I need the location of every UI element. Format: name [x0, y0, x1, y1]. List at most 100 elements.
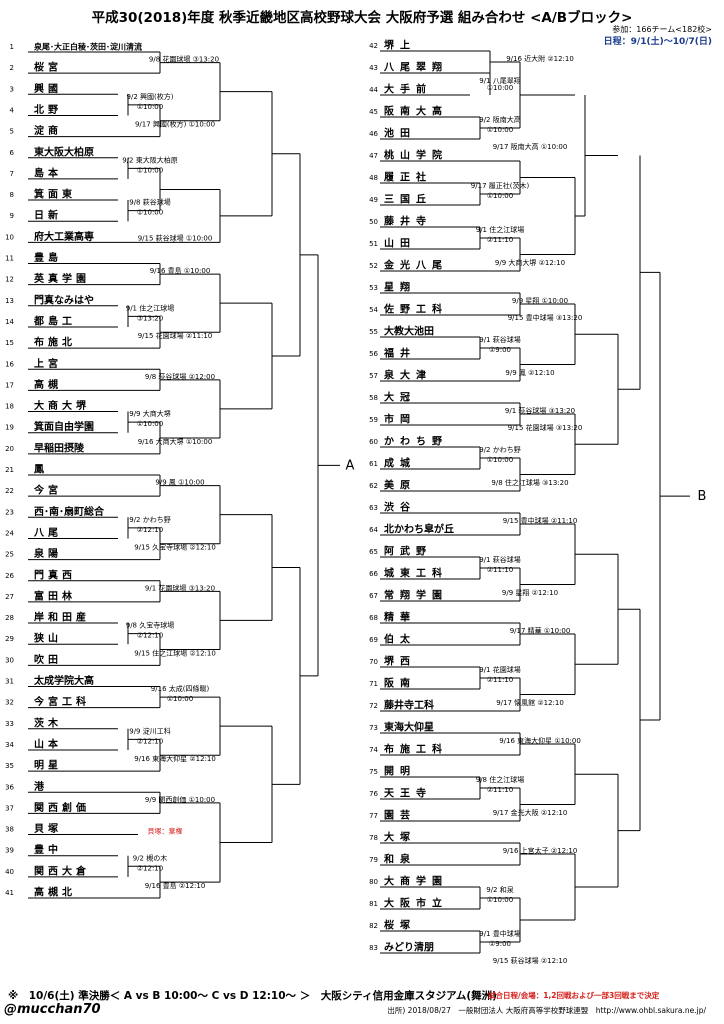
seed-number: 43 — [369, 64, 378, 72]
seed-number: 48 — [369, 174, 378, 182]
team-name: 関西創価 — [34, 801, 90, 814]
team-name: 淀商 — [34, 124, 62, 137]
seed-number: 64 — [369, 526, 378, 534]
team-name: 八尾 — [33, 527, 62, 539]
game-label: 9/9 鳳 ②12:10 — [505, 369, 554, 377]
credit-handle: @mucchan70 — [4, 1002, 101, 1017]
team-name: 履正社 — [383, 171, 432, 184]
seed-number: 40 — [5, 868, 14, 876]
seed-number: 46 — [369, 130, 378, 138]
team-name: 伯太 — [384, 633, 416, 646]
game-label: 9/15 花園球場 ②11:10 — [138, 331, 213, 340]
team-name: 大冠 — [384, 391, 416, 404]
game-label: 9/1 花園球場 — [479, 665, 521, 674]
team-name: 池田 — [384, 127, 416, 140]
seed-number: 72 — [369, 702, 378, 710]
seed-number: 75 — [369, 768, 378, 776]
game-label: ①10:00 — [487, 896, 513, 904]
team-name: 大塚 — [384, 831, 416, 844]
team-name: 関西大倉 — [34, 864, 90, 877]
seed-number: 9 — [10, 212, 14, 220]
game-label: ①10:00 — [137, 209, 163, 217]
team-name: 港 — [34, 780, 48, 793]
seed-number: 28 — [5, 614, 14, 622]
team-name: 門真西 — [34, 568, 76, 581]
team-name: 岸和田産 — [34, 611, 90, 624]
seed-number: 58 — [369, 394, 378, 402]
game-label: 9/1 八尾翠翔 — [479, 76, 521, 85]
seed-number: 49 — [369, 196, 378, 204]
game-label: 9/8 久宝寺球場 — [126, 621, 175, 630]
team-name: 山本 — [34, 737, 62, 750]
seed-number: 53 — [369, 284, 378, 292]
seed-number: 66 — [369, 570, 378, 578]
schedule-note: 試合日程/会場：1,2回戦および一部3回戦まで決定 — [488, 991, 660, 1000]
team-name: 茨木 — [34, 716, 62, 729]
seed-number: 37 — [5, 804, 14, 812]
seed-number: 38 — [5, 826, 14, 834]
seed-number: 24 — [5, 529, 14, 537]
team-name: 渋谷 — [384, 501, 416, 514]
seed-number: 32 — [5, 699, 14, 707]
team-name: 城東工科 — [384, 567, 448, 580]
seed-number: 68 — [369, 614, 378, 622]
game-label: 9/15 豊中球場 ③13:20 — [508, 313, 583, 322]
game-label: ①10:00 — [137, 420, 163, 428]
game-label: ②11:10 — [487, 566, 513, 574]
team-name: 大手前 — [384, 83, 432, 96]
game-label: 9/9 大商大堺 — [129, 409, 171, 418]
seed-number: 23 — [5, 508, 14, 516]
game-label: 9/16 近大附 ②12:10 — [506, 54, 574, 63]
seed-number: 20 — [5, 445, 14, 453]
team-name: 鳳 — [34, 464, 48, 476]
seed-number: 31 — [5, 678, 14, 686]
semifinal-text: ※ 10/6(土) 準決勝＜ A vs B 10:00～ C vs D 12:1… — [8, 990, 497, 1002]
game-label: 9/17 金光大阪 ②12:10 — [493, 808, 568, 817]
team-name: 阪南 — [384, 677, 416, 690]
game-label: 9/17 阪南大高 ①10:00 — [493, 142, 568, 151]
team-name: かわち野 — [384, 436, 448, 448]
seed-number: 2 — [10, 64, 14, 72]
game-label: 9/1 豊中球場 — [479, 929, 521, 938]
seed-number: 14 — [5, 318, 14, 326]
game-label: 9/9 星翔 ②12:10 — [502, 588, 558, 597]
game-label: 9/15 萩谷球場 ②12:10 — [493, 956, 568, 965]
seed-number: 30 — [5, 656, 14, 664]
game-label: 9/17 興國(枚方) ①10:00 — [135, 120, 215, 129]
team-name: 市岡 — [384, 413, 416, 426]
seed-number: 44 — [369, 86, 378, 94]
team-name: 桜宮 — [34, 61, 62, 74]
seed-number: 36 — [5, 783, 14, 791]
team-name: 布施北 — [34, 336, 76, 349]
game-label: 9/16 東海大仰星 ①10:00 — [499, 736, 581, 745]
game-label: 9/16 東海大仰星 ②12:10 — [134, 754, 216, 763]
seed-number: 82 — [369, 922, 378, 930]
seed-number: 25 — [5, 551, 14, 559]
team-name: 島本 — [34, 166, 62, 179]
footer-semifinal: ※ 10/6(土) 準決勝＜ A vs B 10:00～ C vs D 12:1… — [8, 988, 659, 1003]
participant-count: 参加：166チーム<182校> — [612, 25, 712, 34]
seed-number: 21 — [5, 466, 14, 474]
game-label: 9/2 かわち野 — [479, 446, 521, 454]
seed-number: 26 — [5, 572, 14, 580]
seed-number: 76 — [369, 790, 378, 798]
team-name: 布施工科 — [384, 743, 448, 756]
team-name: 貝塚 — [34, 822, 62, 835]
game-label: 9/1 住之江球場 — [126, 303, 175, 312]
game-label: 9/2 槻の木 — [133, 853, 168, 862]
seed-number: 3 — [10, 85, 14, 93]
team-name: 豊中 — [34, 843, 62, 856]
team-name: 精華 — [384, 611, 416, 624]
schedule-range: 日程：9/1(土)～10/7(日) — [603, 37, 712, 47]
seed-number: 77 — [369, 812, 378, 820]
game-label: 9/17 履正社(茨木) — [471, 181, 530, 190]
game-label: 9/9 関西創価 ①10:00 — [145, 795, 215, 804]
team-name: 興國 — [34, 82, 62, 95]
team-name: 西･南･扇町総合 — [34, 505, 105, 518]
team-name: 桜塚 — [384, 919, 416, 932]
seed-number: 16 — [5, 360, 14, 368]
game-label: 9/8 花園球場 ③13:20 — [149, 55, 219, 64]
team-name: 泉尾･大正白稜･茨田･淀川清流 — [33, 42, 142, 52]
seed-number: 74 — [369, 746, 378, 754]
